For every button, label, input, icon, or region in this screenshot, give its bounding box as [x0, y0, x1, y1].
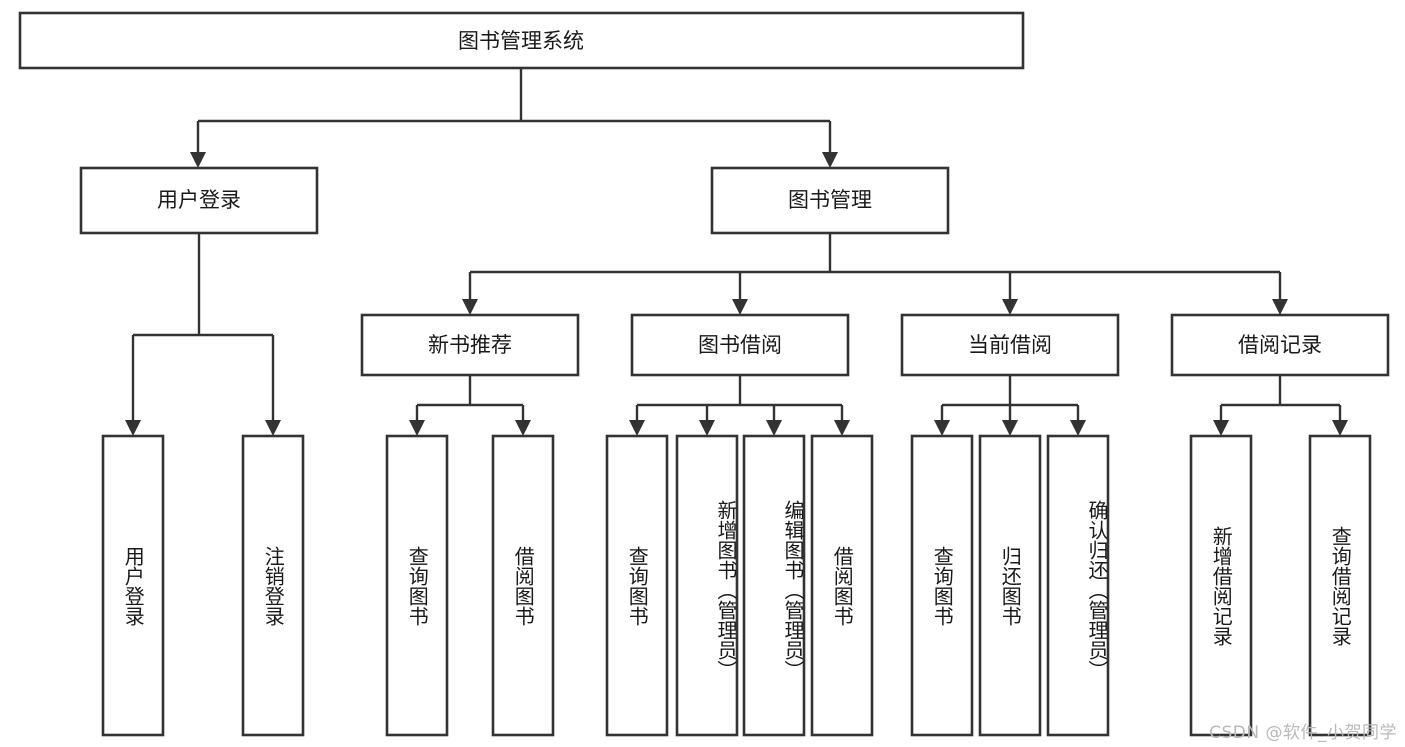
node-current-label: 当前借阅: [968, 333, 1052, 357]
node-leaf-13[interactable]: [1308, 434, 1372, 737]
connector-record-to-leaves: [1213, 375, 1348, 436]
connector-bookmgmt-to-level3: [462, 233, 1288, 315]
connector-login-to-leaves: [125, 233, 281, 436]
node-record-label: 借阅记录: [1238, 333, 1322, 357]
node-login[interactable]: 用户登录: [79, 166, 319, 235]
node-bookmgmt[interactable]: 图书管理: [710, 166, 950, 235]
csdn-watermark: CSDN @软件_小贺同学: [1209, 723, 1397, 743]
node-record[interactable]: 借阅记录: [1170, 313, 1390, 377]
node-leaf-11[interactable]: [1046, 434, 1110, 737]
connector-borrow-to-leaves: [629, 375, 850, 436]
node-current[interactable]: 当前借阅: [900, 313, 1120, 377]
node-bookmgmt-label: 图书管理: [788, 188, 872, 212]
node-leaf-5[interactable]: [605, 434, 669, 737]
node-borrow[interactable]: 图书借阅: [630, 313, 850, 377]
node-borrow-label: 图书借阅: [698, 333, 782, 357]
node-login-label: 用户登录: [157, 188, 241, 212]
node-root[interactable]: 图书管理系统: [18, 11, 1025, 70]
node-root-label: 图书管理系统: [458, 29, 584, 53]
connector-current-to-leaves: [934, 375, 1086, 436]
connector-root-to-level2: [190, 68, 838, 168]
node-leaf-9[interactable]: [910, 434, 974, 737]
node-leaf-3[interactable]: [385, 434, 449, 737]
node-leaf-2[interactable]: [241, 434, 305, 737]
node-leaf-10[interactable]: [978, 434, 1042, 737]
node-leaf-12[interactable]: [1189, 434, 1253, 737]
node-leaf-6[interactable]: [675, 434, 739, 737]
node-newbook[interactable]: 新书推荐: [360, 313, 580, 377]
connector-newbook-to-leaves: [409, 375, 531, 436]
node-leaf-8[interactable]: [810, 434, 874, 737]
node-leaf-7[interactable]: [742, 434, 806, 737]
node-leaf-4[interactable]: [491, 434, 555, 737]
node-leaf-1[interactable]: [101, 434, 165, 737]
node-newbook-label: 新书推荐: [428, 333, 512, 357]
